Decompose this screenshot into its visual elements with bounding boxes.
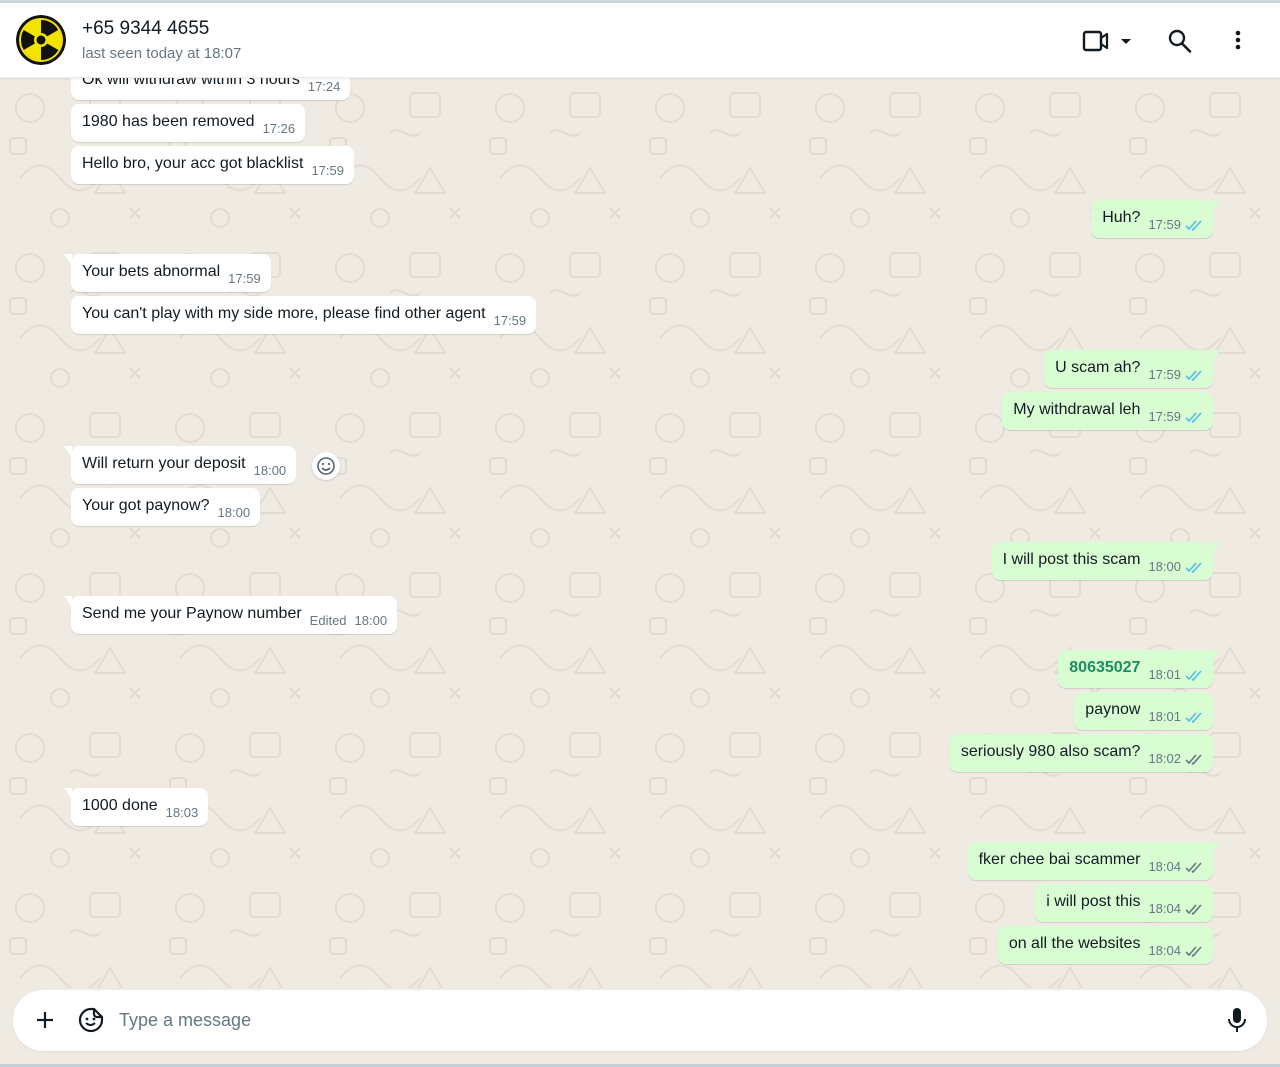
message-incoming[interactable]: 1000 done 18:03	[63, 788, 209, 826]
message-outgoing[interactable]: I will post this scam 18:00	[991, 542, 1221, 580]
message-time: 18:04	[1148, 901, 1181, 916]
delivered-ticks-icon	[1185, 945, 1202, 957]
menu-kebab-icon	[1235, 30, 1241, 50]
message-time: 18:04	[1148, 943, 1181, 958]
composer	[13, 990, 1267, 1051]
message-outgoing[interactable]: Huh? 17:59	[1091, 200, 1220, 238]
message-text: I will post this scam	[1002, 551, 1141, 568]
message-time: 18:01	[1148, 667, 1181, 682]
message-outgoing[interactable]: on all the websites 18:04	[997, 926, 1213, 964]
message-time: 17:24	[307, 79, 341, 94]
message-text: fker chee bai scammer	[978, 851, 1141, 868]
delivered-ticks-icon	[1185, 903, 1202, 915]
message-incoming[interactable]: You can't play with my side more, please…	[71, 296, 537, 334]
sticker-button[interactable]	[77, 1006, 105, 1034]
contact-name[interactable]: +65 9344 4655	[82, 18, 210, 39]
message-text: U scam ah?	[1055, 359, 1141, 376]
message-incoming[interactable]: Your bets abnormal 17:59	[64, 254, 271, 292]
message-outgoing[interactable]: paynow 18:01	[1074, 692, 1213, 730]
message-time: 17:59	[1148, 409, 1181, 424]
last-seen-status: last seen today at 18:07	[82, 45, 242, 62]
message-text: My withdrawal leh	[1013, 401, 1141, 418]
message-time: 17:59	[311, 163, 344, 178]
message-time: 18:00	[253, 463, 287, 478]
delivered-ticks-icon	[1185, 753, 1202, 765]
read-ticks-icon	[1185, 561, 1202, 573]
message-time: 17:59	[1148, 217, 1181, 232]
message-incoming[interactable]: Your got paynow? 18:00	[71, 488, 261, 526]
window-top-border	[0, 0, 1280, 3]
message-text: 1980 has been removed	[82, 113, 255, 130]
message-time: 18:00	[217, 505, 251, 520]
message-time: 17:59	[493, 313, 527, 328]
contact-avatar[interactable]	[16, 15, 66, 65]
message-outgoing[interactable]: i will post this 18:04	[1035, 884, 1213, 922]
read-ticks-icon	[1185, 219, 1202, 231]
message-time: 18:00	[354, 613, 388, 628]
message-text: Huh?	[1102, 209, 1141, 226]
read-ticks-icon	[1185, 669, 1202, 681]
composer-bar	[0, 988, 1280, 1067]
message-list[interactable]: Ok will withdraw within 3 hours 17:24 19…	[0, 78, 1280, 988]
message-time: 18:04	[1148, 859, 1181, 874]
menu-button[interactable]	[1228, 27, 1248, 55]
window-bottom-border	[0, 1064, 1280, 1067]
video-call-icon	[1082, 30, 1131, 52]
message-outgoing[interactable]: My withdrawal leh 17:59	[1002, 392, 1213, 430]
chat-wallpaper	[0, 78, 1280, 988]
message-input[interactable]	[119, 1000, 1209, 1040]
message-text: Send me your Paynow number	[82, 605, 302, 622]
radiation-symbol-icon	[16, 15, 66, 65]
plus-icon	[37, 1012, 53, 1028]
react-emoji-button[interactable]	[312, 452, 340, 480]
message-text: seriously 980 also scam?	[960, 743, 1141, 760]
message-outgoing[interactable]: 80635027 18:01	[1058, 650, 1220, 688]
edited-label: Edited	[309, 613, 347, 628]
message-outgoing[interactable]: U scam ah? 17:59	[1044, 350, 1220, 388]
message-time: 18:02	[1148, 751, 1181, 766]
video-call-button[interactable]	[1082, 27, 1134, 55]
message-text: Will return your deposit	[82, 455, 246, 472]
message-outgoing[interactable]: seriously 980 also scam? 18:02	[949, 734, 1213, 772]
message-time: 18:03	[165, 805, 199, 820]
microphone-icon	[1228, 1008, 1246, 1032]
message-incoming[interactable]: Send me your Paynow number Edited 18:00	[63, 596, 398, 634]
search-button[interactable]	[1167, 27, 1193, 55]
message-text: paynow	[1085, 701, 1141, 718]
read-ticks-icon	[1185, 711, 1202, 723]
message-text: 1000 done	[82, 797, 158, 814]
message-text: on all the websites	[1008, 935, 1141, 952]
sticker-icon	[78, 1007, 104, 1033]
read-ticks-icon	[1185, 411, 1202, 423]
message-time: 17:59	[228, 271, 261, 286]
message-text: Hello bro, your acc got blacklist	[82, 155, 304, 172]
chevron-down-icon	[1121, 39, 1131, 44]
message-time: 18:00	[1148, 559, 1181, 574]
message-text: You can't play with my side more, please…	[82, 305, 486, 322]
message-outgoing[interactable]: fker chee bai scammer 18:04	[967, 842, 1221, 880]
chat-header: +65 9344 4655 last seen today at 18:07	[0, 3, 1280, 78]
message-text: Ok will withdraw within 3 hours	[82, 78, 300, 88]
search-icon	[1168, 29, 1192, 53]
message-text: i will post this	[1046, 893, 1141, 910]
message-incoming[interactable]: 1980 has been removed 17:26	[71, 104, 306, 142]
phone-number-link[interactable]: 80635027	[1069, 659, 1141, 676]
message-time: 18:01	[1148, 709, 1181, 724]
message-time: 17:26	[262, 121, 296, 136]
attach-button[interactable]	[33, 1008, 57, 1032]
delivered-ticks-icon	[1185, 861, 1202, 873]
message-incoming[interactable]: Will return your deposit 18:00	[63, 446, 297, 484]
read-ticks-icon	[1185, 369, 1202, 381]
message-incoming[interactable]: Ok will withdraw within 3 hours 17:24	[71, 78, 351, 100]
message-text: Your bets abnormal	[82, 263, 221, 280]
message-incoming[interactable]: Hello bro, your acc got blacklist 17:59	[71, 146, 354, 184]
message-text: Your got paynow?	[82, 497, 210, 514]
message-time: 17:59	[1148, 367, 1181, 382]
smiley-icon	[317, 457, 335, 475]
voice-message-button[interactable]	[1227, 1006, 1247, 1034]
